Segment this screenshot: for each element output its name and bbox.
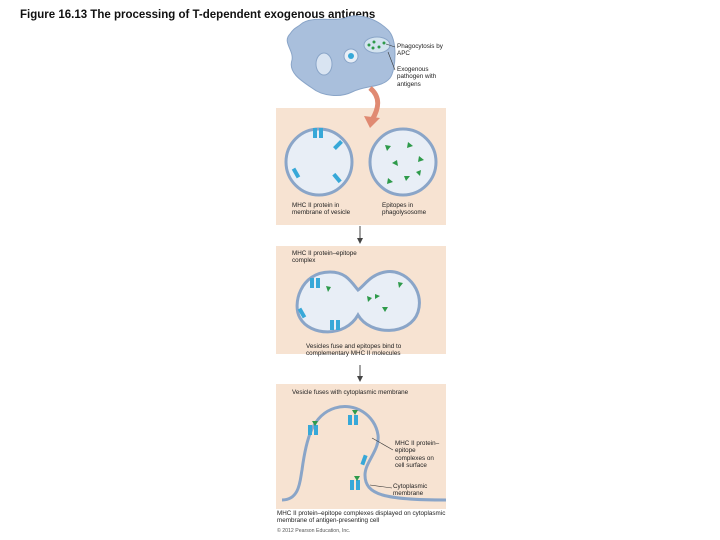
label-fuse-bind: Vesicles fuse and epitopes bind to compl… — [306, 343, 402, 358]
label-mhc-membrane: MHC II protein in membrane of vesicle — [292, 202, 351, 217]
figure-title: Figure 16.13 The processing of T-depende… — [20, 9, 376, 21]
label-fuse-membrane: Vesicle fuses with cytoplasmic membrane — [292, 389, 409, 396]
apc-cell — [286, 15, 396, 96]
epitopes — [385, 142, 424, 184]
panel-bottom — [276, 384, 446, 509]
label-exogenous-pathogen: Exogenous pathogen with antigens — [397, 66, 437, 88]
pathogen — [363, 36, 391, 54]
label-cyto-membrane: Cytoplasmic membrane — [393, 483, 428, 498]
cell-membrane-fusion — [281, 405, 447, 502]
label-epitopes: Epitopes in phagolysosome — [382, 202, 427, 217]
caption: MHC II protein–epitope complexes display… — [277, 510, 446, 525]
label-phagocytosis: Phagocytosis by APC — [397, 43, 443, 58]
mhc-proteins — [291, 128, 343, 184]
vesicle-mhc — [284, 127, 354, 197]
copyright: © 2012 Pearson Education, Inc. — [277, 528, 351, 534]
label-complex: MHC II protein–epitope complex — [292, 250, 357, 265]
label-complexes-surface: MHC II protein–epitope complexes on cell… — [395, 440, 440, 470]
nucleus — [315, 52, 333, 76]
phagolysosome — [368, 127, 438, 197]
